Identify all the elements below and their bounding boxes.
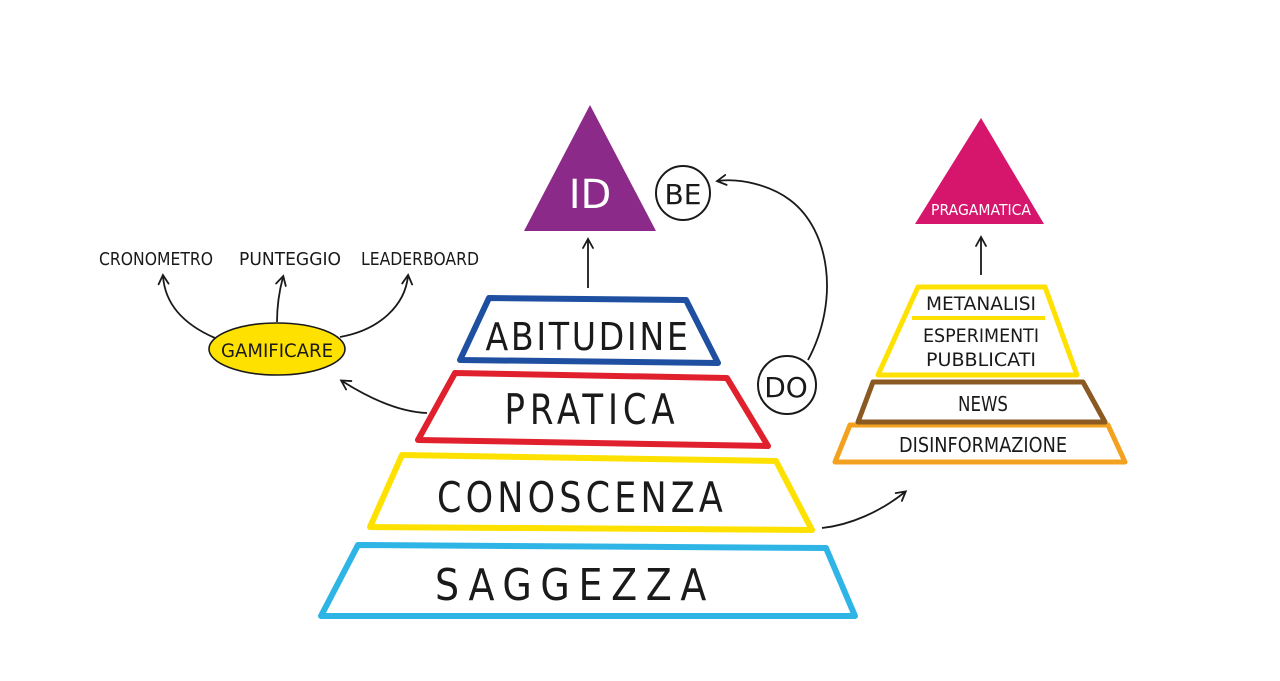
arrow-do-to-be: [715, 174, 828, 361]
be-label: BE: [665, 178, 702, 211]
gamification-item-cronometro: CRONOMETRO: [99, 249, 213, 270]
apex-pragamatica-triangle: [915, 118, 1044, 224]
right-pyramid: DISINFORMAZIONE NEWS METANALISI ESPERIME…: [832, 118, 1128, 465]
be-circle: [655, 165, 711, 221]
level-news-label: NEWS: [958, 392, 1008, 416]
gamificare-label: GAMIFICARE: [221, 340, 333, 362]
arrow-pratica-to-gamificare: [339, 379, 428, 414]
pubblicati-label: PUBBLICATI: [926, 349, 1036, 371]
gamificare-blob: [208, 322, 346, 376]
level-news-shape: [855, 379, 1108, 425]
gamification-item-punteggio: PUNTEGGIO: [239, 249, 341, 270]
apex-id-triangle: [524, 105, 656, 231]
main-pyramid: SAGGEZZA CONOSCENZA PRATICA ABITUDINE ID: [318, 105, 858, 619]
level-disinformazione-shape: [832, 422, 1128, 465]
gamification-cluster: GAMIFICARE CRONOMETRO PUNTEGGIO LEADERBO…: [99, 249, 479, 414]
level-saggezza-label: SAGGEZZA: [435, 560, 715, 611]
esperimenti-label: ESPERIMENTI: [923, 325, 1039, 347]
level-pratica-label: PRATICA: [505, 385, 680, 434]
level-disinformazione-label: DISINFORMAZIONE: [899, 433, 1067, 457]
level-abitudine-shape: [457, 295, 721, 366]
arrow-to-cronometro: [157, 273, 216, 339]
arrow-conoscenza-to-right-pyramid: [821, 490, 908, 529]
top-block-shape: [875, 284, 1080, 378]
metanalisi-label: METANALISI: [926, 293, 1036, 315]
level-pratica-shape: [415, 370, 771, 449]
apex-id-label: ID: [569, 172, 612, 218]
arrow-to-punteggio: [275, 274, 287, 323]
do-circle: [757, 355, 817, 415]
arrow-to-leaderboard: [339, 273, 414, 338]
apex-pragamatica-label: PRAGAMATICA: [931, 201, 1032, 219]
level-conoscenza-label: CONOSCENZA: [437, 473, 727, 522]
level-abitudine-label: ABITUDINE: [486, 315, 691, 359]
do-label: DO: [764, 371, 808, 404]
gamification-item-leaderboard: LEADERBOARD: [361, 249, 479, 270]
level-conoscenza-shape: [367, 452, 815, 533]
be-do-loop: BE DO: [655, 165, 828, 415]
level-saggezza-shape: [318, 542, 858, 619]
